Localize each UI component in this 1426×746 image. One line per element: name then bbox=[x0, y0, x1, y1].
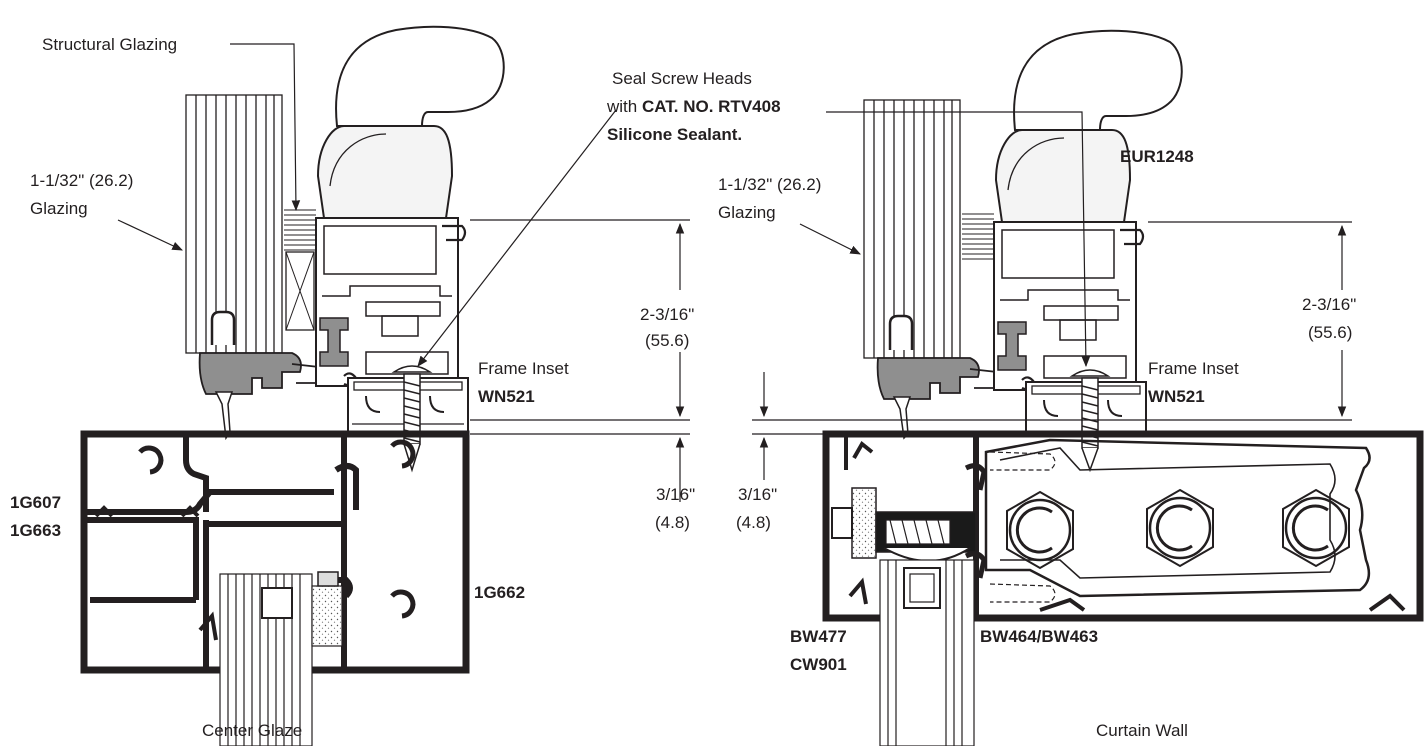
handle-part-right: EUR1248 bbox=[1120, 147, 1194, 166]
sash-frame-left bbox=[315, 217, 467, 387]
lower-panel-right bbox=[879, 559, 975, 746]
glazing-label-left: Glazing bbox=[30, 199, 88, 218]
seal-note-line2: with CAT. NO. RTV408 bbox=[606, 97, 781, 116]
sash-frame-right bbox=[993, 221, 1145, 391]
glazing-gasket-left bbox=[198, 352, 302, 395]
frame-inset-label-left: Frame Inset bbox=[478, 359, 569, 378]
dim-bottom-right-line1: 3/16" bbox=[738, 485, 777, 504]
caption-curtain-wall: Curtain Wall bbox=[1096, 721, 1188, 740]
glazing-gasket-right bbox=[876, 357, 980, 400]
glazing-unit-left bbox=[185, 94, 283, 354]
lower-panel-left bbox=[219, 571, 343, 746]
frame-part-left: WN521 bbox=[478, 387, 535, 406]
curtain-wall-detail bbox=[752, 29, 1424, 746]
glazing-unit-right bbox=[863, 99, 961, 359]
dim-top-left-line1: 2-3/16" bbox=[640, 305, 694, 324]
center-glaze-detail bbox=[80, 25, 690, 746]
glazing-size-label-left: 1-1/32" (26.2) bbox=[30, 171, 133, 190]
dim-top-right-line1: 2-3/16" bbox=[1302, 295, 1356, 314]
part-bw464-bw463: BW464/BW463 bbox=[980, 627, 1098, 646]
dim-bottom-left-line2: (4.8) bbox=[655, 513, 690, 532]
frame-part-right: WN521 bbox=[1148, 387, 1205, 406]
seal-note-line3: Silicone Sealant. bbox=[607, 125, 742, 144]
caption-center-glaze: Center Glaze bbox=[202, 721, 302, 740]
structural-glazing-right bbox=[962, 213, 994, 260]
glazing-label-right: Glazing bbox=[718, 203, 776, 222]
part-1g662: 1G662 bbox=[474, 583, 525, 602]
part-1g663: 1G663 bbox=[10, 521, 61, 540]
structural-glazing-label: Structural Glazing bbox=[42, 35, 177, 54]
dim-bottom-right-line2: (4.8) bbox=[736, 513, 771, 532]
dimension-lines-left bbox=[470, 219, 690, 502]
part-bw477: BW477 bbox=[790, 627, 847, 646]
leaders-right bbox=[799, 111, 1091, 368]
seal-note-line1: Seal Screw Heads bbox=[612, 69, 752, 88]
seal-screw-left bbox=[391, 365, 433, 473]
dim-top-left-line2: (55.6) bbox=[645, 331, 689, 350]
dimension-lines-right bbox=[752, 221, 1352, 480]
glazing-size-label-right: 1-1/32" (26.2) bbox=[718, 175, 821, 194]
part-1g607: 1G607 bbox=[10, 493, 61, 512]
dim-top-right-line2: (55.6) bbox=[1308, 323, 1352, 342]
dim-bottom-left-line1: 3/16" bbox=[656, 485, 695, 504]
curtain-wall-mullion bbox=[822, 430, 1424, 622]
handle-left bbox=[316, 25, 505, 219]
leaders-left bbox=[117, 43, 617, 367]
part-cw901: CW901 bbox=[790, 655, 847, 674]
frame-inset-label-right: Frame Inset bbox=[1148, 359, 1239, 378]
anchor-bolt bbox=[831, 487, 977, 605]
handle-right bbox=[994, 29, 1183, 223]
structural-glazing-left bbox=[284, 209, 316, 331]
